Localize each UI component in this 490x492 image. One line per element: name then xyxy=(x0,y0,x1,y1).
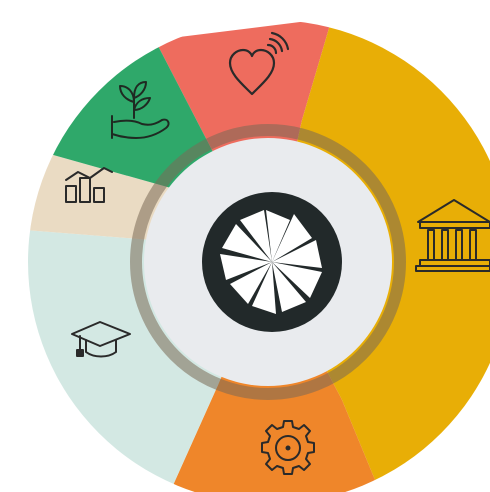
inner-ring xyxy=(130,124,406,400)
government-building-icon xyxy=(415,199,490,272)
plant-hand-icon xyxy=(111,81,170,139)
heart-wifi-icon xyxy=(228,31,290,96)
graduation-cap-icon xyxy=(71,321,131,358)
starburst-logo xyxy=(202,192,342,332)
segment-heart[interactable] xyxy=(155,18,332,262)
gear-icon xyxy=(261,420,315,475)
bar-chart-icon xyxy=(65,167,113,203)
